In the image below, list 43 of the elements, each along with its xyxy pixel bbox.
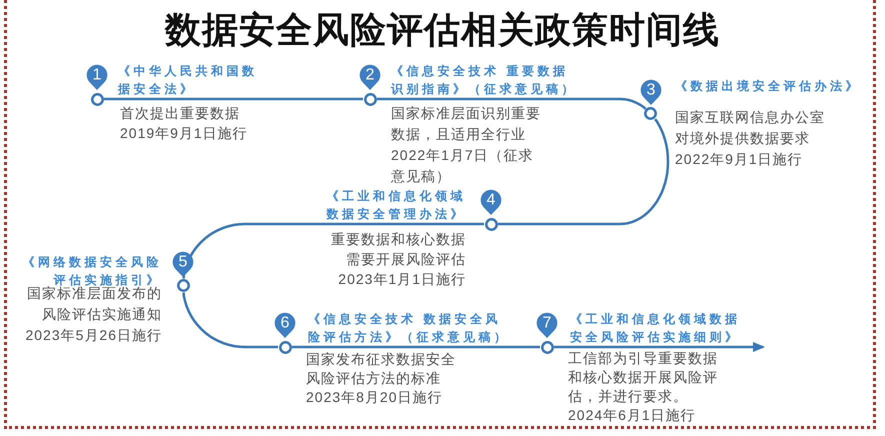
step-number: 7 (542, 314, 552, 332)
description-text: 重要数据和核心数据需要开展风险评估 (330, 230, 466, 269)
date-text: 2019年9月1日施行 (120, 124, 248, 143)
milestone-marker (86, 64, 108, 106)
step-number: 4 (486, 192, 496, 208)
date-text: 2023年5月26日施行 (25, 326, 162, 345)
description-text: 国家标准层面发布的风险评估实施通知 (26, 285, 162, 324)
date-text: 2023年1月1日施行 (338, 270, 466, 289)
timeline-line (292, 346, 540, 348)
policy-title: 《数据出境安全评估办法》 (675, 78, 861, 95)
diagram-title: 数据安全风险评估相关政策时间线 (165, 8, 720, 52)
date-text: 2022年9月1日施行 (675, 150, 803, 169)
timeline-line (182, 292, 278, 348)
policy-title: 《信息安全技术 数据安全风险评估方法》（征求意见稿） (308, 311, 510, 346)
policy-title: 《网络数据安全风险评估实施指引》 (22, 254, 162, 287)
date-text: 2022年1月7日（征求意见稿） (391, 146, 535, 186)
description-text: 国家发布征求数据安全风险评估方法的标准 (306, 350, 457, 388)
timeline-line (498, 118, 670, 226)
timeline-line (377, 98, 646, 110)
description-text: 国家互联网信息办公室对境外提供数据要求 (675, 108, 826, 148)
policy-title: 《工业和信息化领域数据安全管理办法》 (325, 188, 466, 223)
policy-title: 《中华人民共和国数据安全法》 (118, 63, 258, 98)
description-text: 工信部为引导重要数据和核心数据开展风险评估，并进行要求。 (568, 349, 719, 406)
milestone-marker (536, 312, 558, 354)
description-text: 首次提出重要数据 (120, 104, 240, 123)
step-number: 1 (92, 66, 102, 84)
timeline-line (104, 98, 363, 100)
timeline-arrow (554, 342, 765, 352)
step-number: 6 (280, 314, 290, 332)
milestone-marker (480, 189, 502, 231)
policy-title: 《信息安全技术 重要数据识别指南》（征求意见稿） (391, 63, 578, 98)
milestone-marker (274, 312, 296, 354)
step-number: 2 (366, 66, 374, 84)
milestone-marker (172, 250, 194, 292)
milestone-marker (640, 78, 662, 121)
milestone-marker (359, 64, 381, 106)
timeline-line (182, 222, 484, 279)
step-number: 3 (646, 81, 656, 98)
policy-title: 《工业和信息化领域数据安全风险评估实施细则》 (570, 311, 742, 346)
date-text: 2024年6月1日施行 (568, 406, 696, 425)
step-number: 5 (178, 253, 188, 270)
description-text: 国家标准层面识别重要数据，且适用全行业 (391, 104, 542, 144)
date-text: 2023年8月20日施行 (306, 388, 443, 407)
